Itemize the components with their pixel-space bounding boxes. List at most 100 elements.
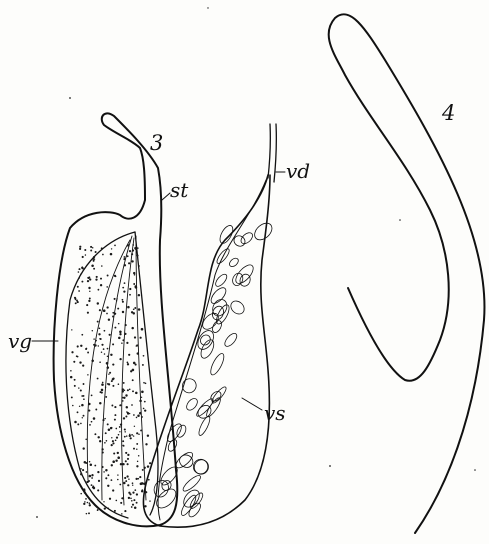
stipple-dot: [111, 427, 113, 429]
stipple-dot: [131, 434, 133, 436]
stipple-dot: [107, 356, 108, 357]
stipple-dot: [85, 498, 87, 500]
stipple-dot: [131, 506, 133, 508]
vesicle-coil: [167, 438, 179, 452]
stipple-dot: [81, 404, 84, 407]
stipple-dot: [87, 502, 89, 504]
stipple-dot: [78, 268, 80, 270]
stipple-dot: [133, 435, 134, 436]
stipple-dot: [105, 477, 107, 479]
stipple-dot: [91, 395, 93, 397]
stipple-dot: [122, 287, 124, 289]
stipple-dot: [121, 497, 123, 499]
stipple-dot: [112, 364, 114, 366]
stipple-dot: [140, 429, 142, 431]
stipple-dot: [137, 255, 139, 257]
stipple-dot: [106, 440, 108, 442]
gland-inner-border-right: [135, 232, 158, 515]
stipple-dot: [122, 445, 124, 447]
stipple-dot: [119, 426, 121, 428]
stipple-dot: [88, 480, 90, 482]
stipple-dot: [133, 499, 135, 501]
stipple-dot: [124, 436, 126, 438]
stipple-dot: [140, 337, 142, 339]
stipple-dot: [123, 382, 125, 384]
stipple-dot: [111, 464, 113, 466]
vesicle-coil: [184, 396, 199, 412]
stipple-dot: [98, 333, 100, 335]
stipple-dot: [132, 244, 134, 246]
stipple-dot: [71, 396, 73, 398]
gland-stria-4: [136, 236, 146, 500]
stipple-dot: [119, 333, 121, 335]
stipple-dot: [74, 421, 77, 424]
stipple-dot: [89, 291, 90, 292]
stipple-dot: [149, 462, 151, 464]
stipple-dot: [72, 405, 74, 407]
stipple-dot: [111, 479, 113, 481]
stipple-dot: [74, 297, 76, 299]
stipple-dot: [138, 308, 141, 311]
stipple-dot: [111, 380, 113, 382]
stipple-dot: [127, 389, 129, 391]
stipple-dot: [95, 409, 97, 411]
stipple-dot: [93, 268, 95, 270]
stipple-dot: [127, 463, 129, 465]
stipple-dot: [107, 366, 110, 369]
stipple-dot: [125, 480, 127, 482]
stipple-dot: [131, 327, 133, 329]
stipple-dot: [85, 439, 87, 441]
leader-st: [162, 193, 170, 200]
stipple-dot: [143, 382, 145, 384]
stipple-dot: [78, 387, 79, 388]
stipple-dot: [117, 308, 119, 310]
stipple-dot: [83, 395, 85, 397]
stipple-dot: [105, 396, 107, 398]
stipple-dot: [91, 484, 93, 486]
stipple-dot: [106, 306, 108, 308]
stipple-dot: [137, 461, 138, 462]
stipple-dot: [123, 258, 125, 260]
stipple-dot: [141, 328, 144, 331]
stipple-dot: [141, 391, 144, 394]
stipple-dot: [97, 509, 99, 511]
organ-4-outline: [329, 14, 485, 533]
stipple-dot: [119, 484, 121, 486]
stipple-dot: [112, 316, 114, 318]
stipple-dot: [129, 413, 130, 414]
stipple-dot: [144, 401, 146, 403]
stipple-dot: [128, 492, 130, 494]
stipple-dot: [97, 378, 99, 380]
stipple-dot: [114, 275, 116, 277]
stipple-dot: [122, 440, 124, 442]
stipple-dot: [112, 377, 114, 379]
stipple-dot: [107, 348, 109, 350]
stipple-dot: [118, 337, 121, 340]
stipple-dot: [98, 289, 100, 291]
stipple-dot: [79, 246, 81, 248]
stipple-dot: [139, 400, 142, 403]
stipple-dot: [76, 300, 78, 302]
stipple-dot: [97, 471, 99, 473]
stipple-dot: [133, 414, 135, 416]
stipple-dot: [105, 386, 106, 387]
stipple-dot: [111, 248, 112, 249]
stipple-dot: [84, 249, 86, 251]
label-vg: vg: [8, 329, 32, 353]
stipple-dot: [107, 474, 109, 476]
stipple-dot: [114, 406, 116, 408]
stipple-dot: [119, 405, 120, 406]
stipple-dot: [114, 298, 116, 300]
stipple-dot: [99, 309, 101, 311]
stipple-dot: [80, 473, 82, 475]
stipple-dot: [85, 254, 87, 256]
stipple-dot: [122, 299, 124, 301]
stipple-dot: [76, 355, 78, 357]
stipple-dot: [126, 435, 127, 436]
stipple-dot: [93, 338, 94, 339]
stipple-dot: [89, 298, 91, 300]
stipple-dot: [101, 351, 102, 352]
stipple-dot: [100, 278, 102, 280]
stipple-dot: [86, 471, 88, 473]
